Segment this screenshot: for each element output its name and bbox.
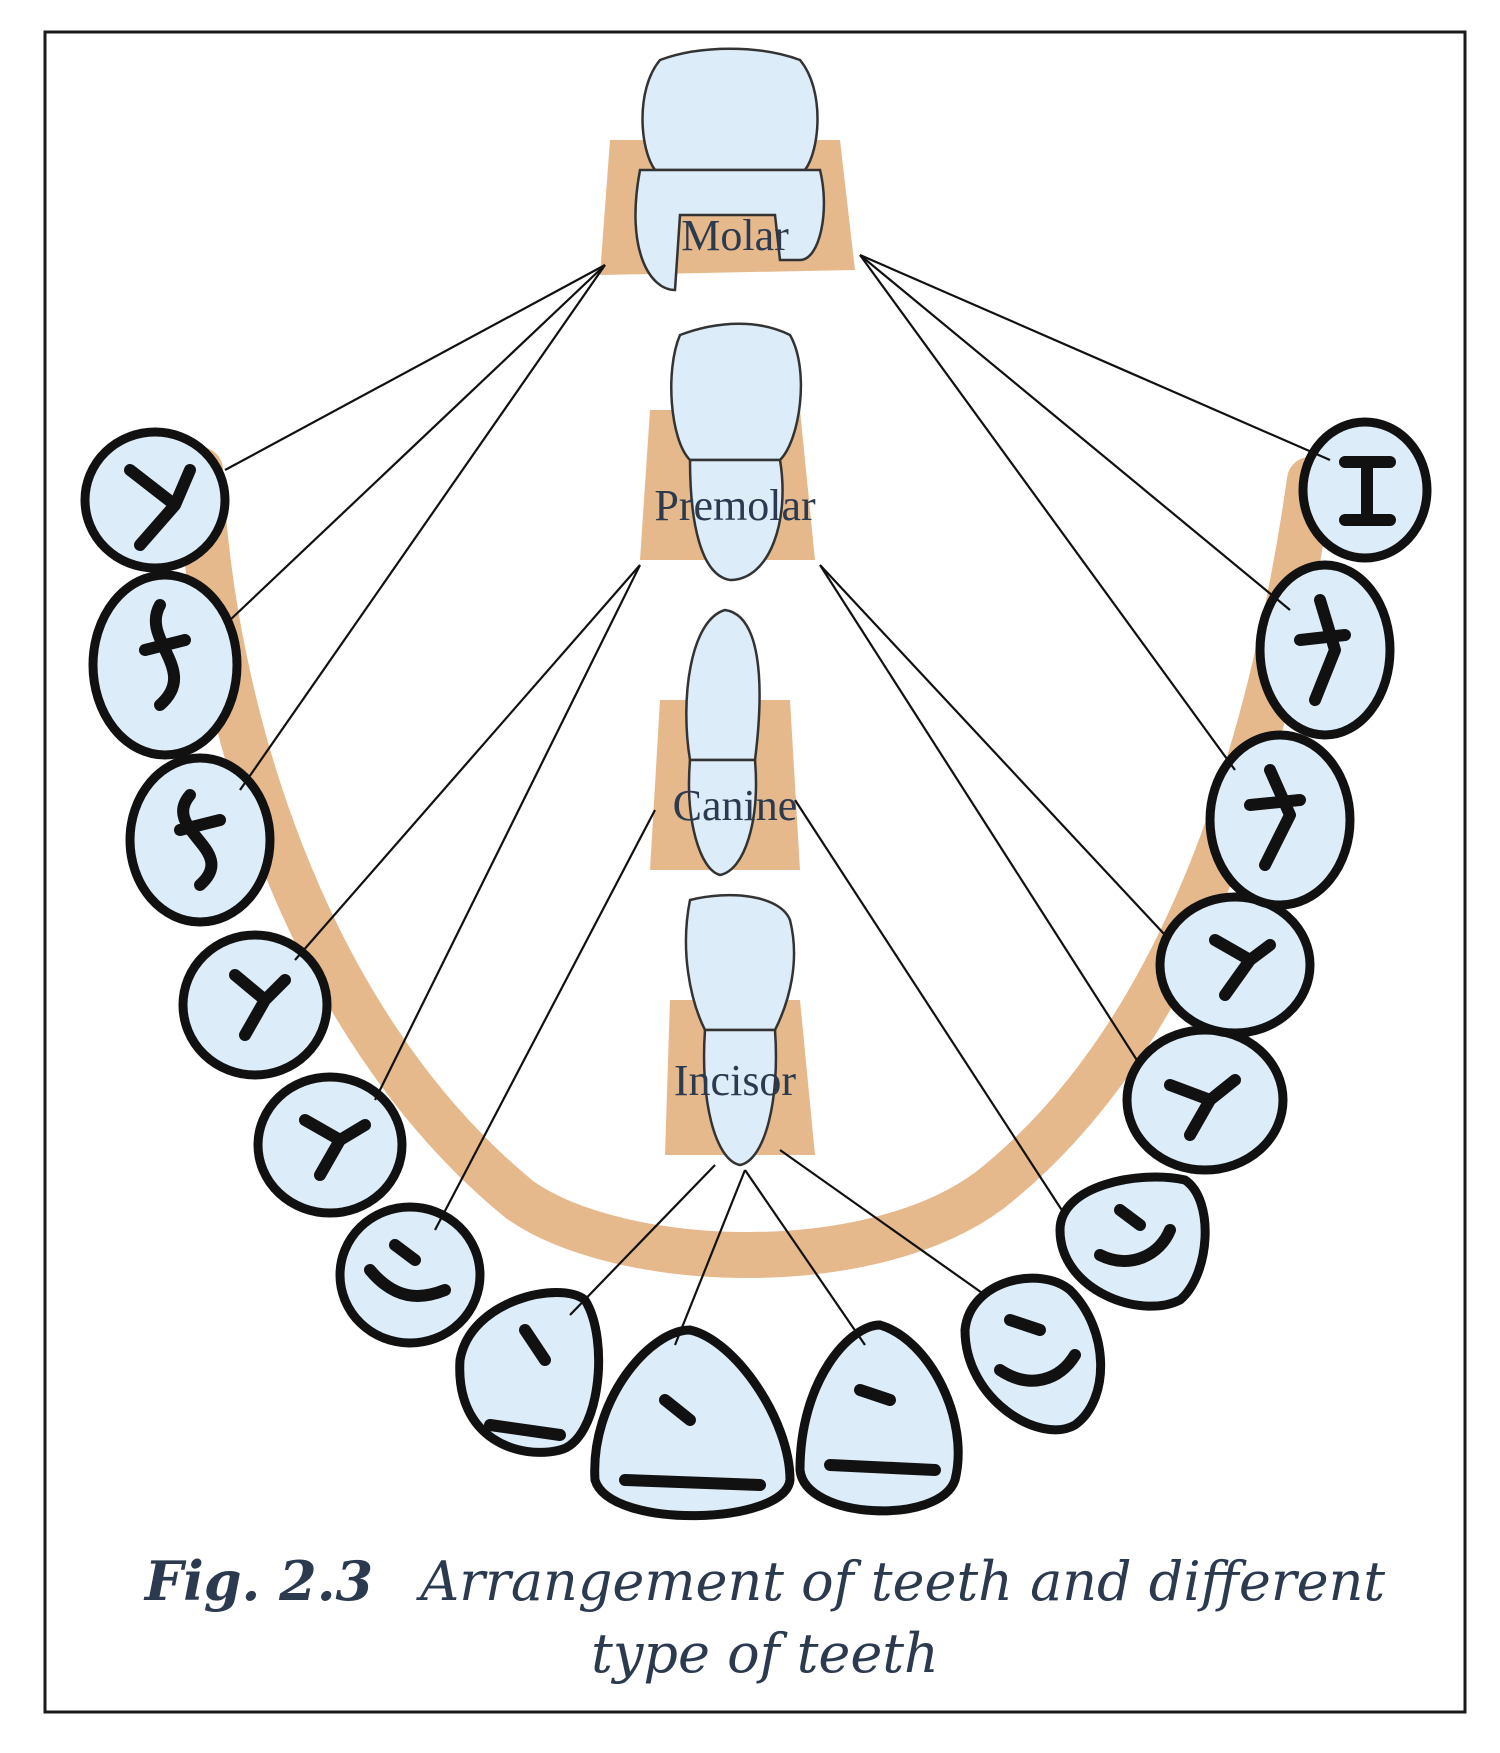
right-premolar-1 xyxy=(1155,892,1315,1038)
central-incisor-illustration xyxy=(665,894,815,1167)
left-incisor-2 xyxy=(455,1288,604,1457)
right-molar-1 xyxy=(1298,417,1432,563)
right-molar-2 xyxy=(1255,560,1395,740)
caption-line-1: Fig. 2.3 Arrangement of teeth and differ… xyxy=(143,1549,1385,1613)
right-premolar-2 xyxy=(1122,1025,1288,1175)
left-incisor-1 xyxy=(590,1325,795,1521)
caption-figure-number: Fig. 2.3 xyxy=(143,1549,373,1613)
central-molar-illustration xyxy=(600,47,855,292)
left-molar-3 xyxy=(125,753,275,927)
left-canine xyxy=(335,1202,485,1348)
right-incisor-1 xyxy=(795,1320,963,1516)
right-canine xyxy=(1055,1172,1210,1311)
label-premolar: Premolar xyxy=(654,481,816,530)
left-molar-2 xyxy=(88,570,242,760)
right-molar-3 xyxy=(1205,730,1355,910)
left-premolar-2 xyxy=(253,1072,407,1218)
left-molar-1 xyxy=(80,427,230,573)
leader-lines xyxy=(224,253,1331,1346)
caption-text-1: Arrangement of teeth and different xyxy=(415,1550,1385,1613)
right-incisor-2 xyxy=(960,1273,1106,1435)
caption-line-2: type of teeth xyxy=(591,1622,939,1685)
figure-frame xyxy=(43,30,1467,1714)
label-incisor: Incisor xyxy=(674,1056,797,1105)
label-canine: Canine xyxy=(673,781,798,830)
left-premolar-1 xyxy=(178,930,332,1080)
label-molar: Molar xyxy=(681,211,789,260)
central-canine-illustration xyxy=(650,608,800,877)
central-premolar-illustration xyxy=(640,322,815,582)
